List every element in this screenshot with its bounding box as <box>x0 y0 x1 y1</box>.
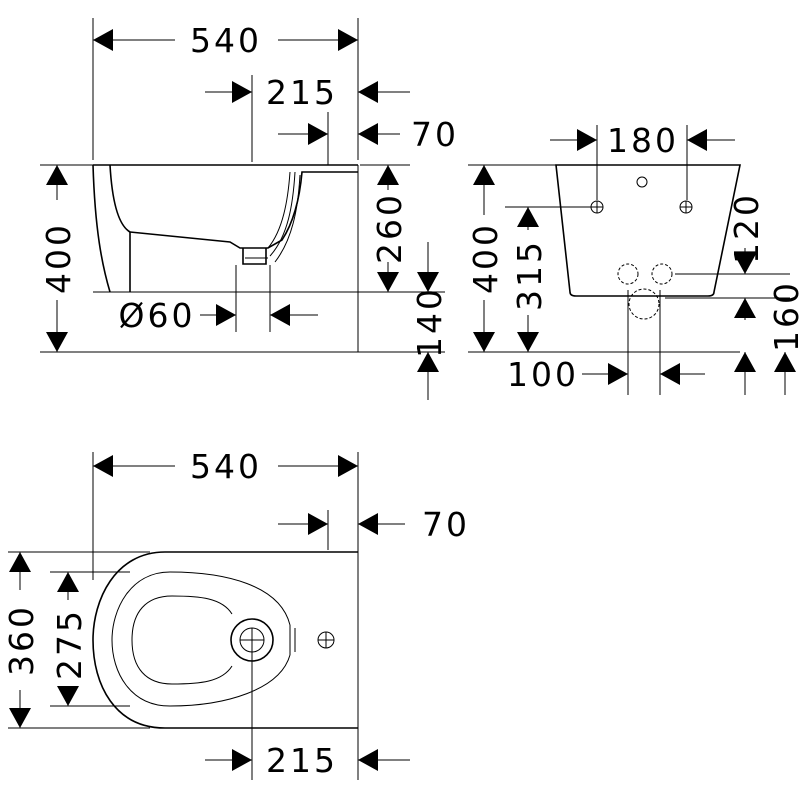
side-upper-height-label: 260 <box>370 192 409 264</box>
side-lower-height-label: 140 <box>410 286 449 358</box>
top-width-label: 360 <box>2 604 41 676</box>
top-bowl-width-label: 275 <box>50 608 89 680</box>
top-wall-offset-label: 70 <box>422 505 470 544</box>
rear-height-label: 400 <box>466 222 505 294</box>
rear-fixing-drop-label: 120 <box>727 192 766 264</box>
side-view <box>40 18 445 400</box>
side-length-label: 540 <box>190 21 262 60</box>
side-wall-offset-label: 70 <box>411 115 459 154</box>
rear-fixing-spacing-label: 180 <box>607 121 679 160</box>
side-outlet-distance-label: 215 <box>266 73 338 112</box>
dimension-labels: 540 215 70 400 260 140 Ø60 180 400 315 1… <box>2 21 800 780</box>
rear-supply-height-label: 160 <box>767 280 800 352</box>
top-view <box>8 452 410 780</box>
rear-supply-offset-label: 100 <box>507 355 579 394</box>
top-outlet-distance-label: 215 <box>266 741 338 780</box>
rear-view <box>468 125 796 395</box>
top-length-label: 540 <box>190 447 262 486</box>
outlet-diameter-label: Ø60 <box>119 296 196 335</box>
side-height-label: 400 <box>39 222 78 294</box>
rear-fixing-height-label: 315 <box>510 239 549 311</box>
